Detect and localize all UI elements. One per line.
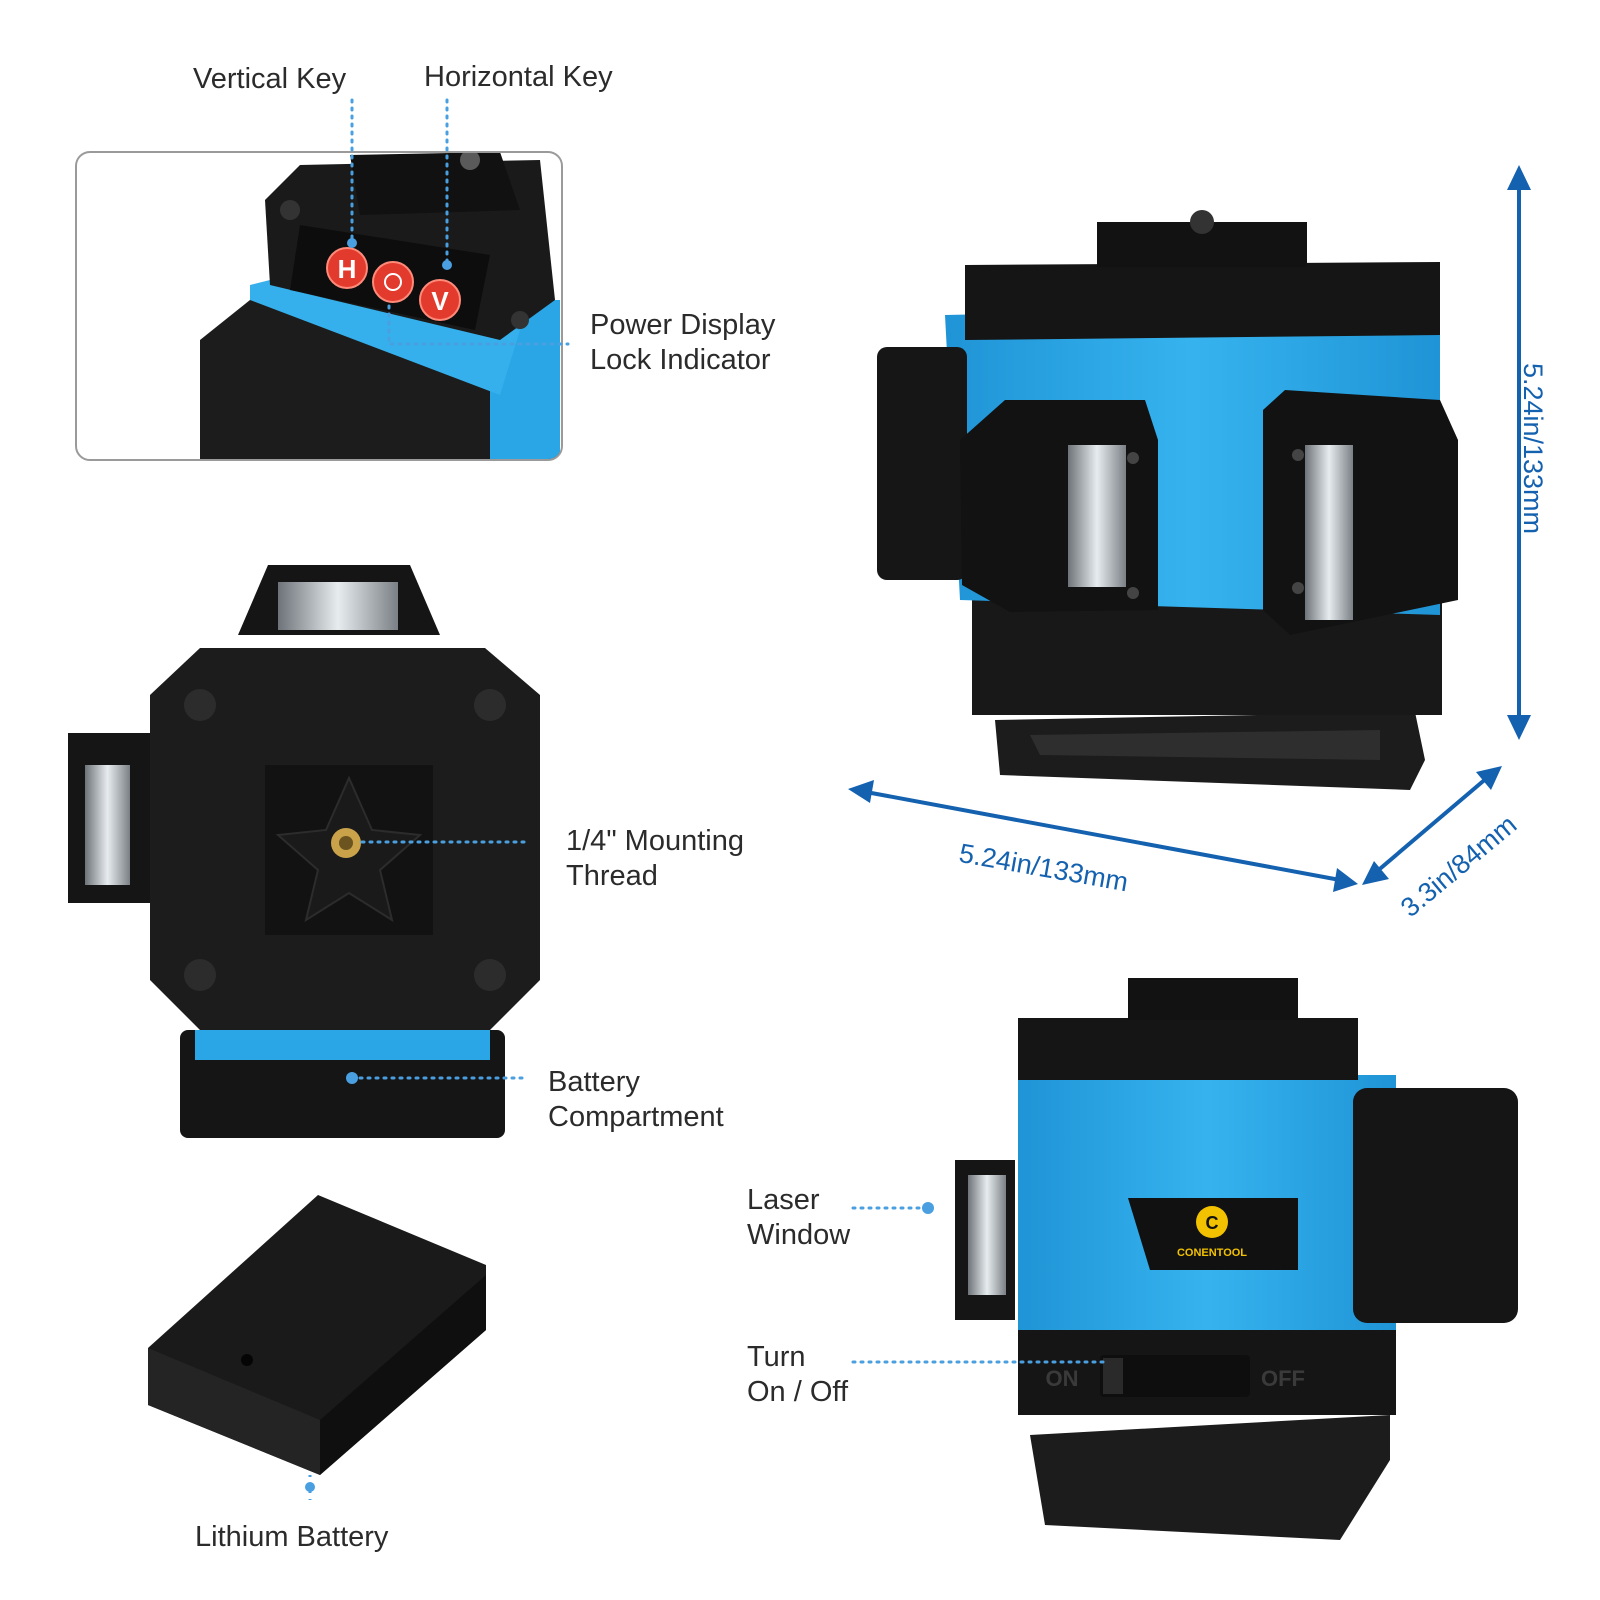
power-lock-indicator [372, 261, 414, 303]
turn-on-off-label: Turn On / Off [747, 1340, 848, 1410]
laser-level-bottom-view [68, 565, 540, 1138]
laser-window-line-1: Laser [747, 1184, 820, 1216]
mounting-thread-line-2: Thread [566, 860, 658, 892]
power-display-line-2: Lock Indicator [590, 344, 771, 376]
power-display-line-1: Power Display [590, 309, 776, 341]
mounting-thread-line-1: 1/4" Mounting [566, 825, 744, 857]
height-dimension: 5.24in/133mm [1518, 362, 1549, 535]
power-display-label: Power Display Lock Indicator [590, 308, 775, 378]
switch-on-label: ON [1046, 1366, 1079, 1391]
horizontal-key-label: Horizontal Key [424, 61, 613, 93]
v-key-letter: V [431, 286, 449, 316]
laser-level-side-view [955, 978, 1518, 1540]
switch-off-label: OFF [1261, 1366, 1305, 1391]
laser-window-line-2: Window [747, 1219, 851, 1251]
power-icon [384, 273, 402, 291]
battery-compartment-label: Battery Compartment [548, 1065, 724, 1135]
middle-callout-lines [358, 840, 530, 1080]
lithium-battery-image [148, 1195, 486, 1475]
inset-callout-lines [350, 98, 570, 346]
dimension-arrows [848, 165, 1531, 892]
lithium-battery-label: Lithium Battery [195, 1521, 389, 1553]
keypad-inset: H V [75, 151, 563, 461]
power-switch[interactable] [1100, 1355, 1250, 1397]
mounting-thread-label: 1/4" Mounting Thread [566, 824, 744, 894]
brand-logo-letter: C [1206, 1213, 1219, 1233]
h-key-button[interactable] [326, 247, 368, 289]
h-key-letter: H [338, 254, 357, 284]
turn-on-off-line-2: On / Off [747, 1376, 849, 1408]
v-key-button[interactable] [419, 279, 461, 321]
brand-logo-icon [1196, 1206, 1228, 1238]
vertical-key-label: Vertical Key [193, 63, 347, 95]
laser-window-label: Laser Window [747, 1183, 850, 1253]
battery-compartment-line-2: Compartment [548, 1101, 724, 1133]
bottom-right-callout-lines [851, 1206, 1105, 1364]
battery-compartment-line-1: Battery [548, 1066, 640, 1098]
brand-name: CONENTOOL [1177, 1247, 1247, 1259]
laser-level-main-view [877, 210, 1458, 790]
turn-on-off-line-1: Turn [747, 1341, 806, 1373]
